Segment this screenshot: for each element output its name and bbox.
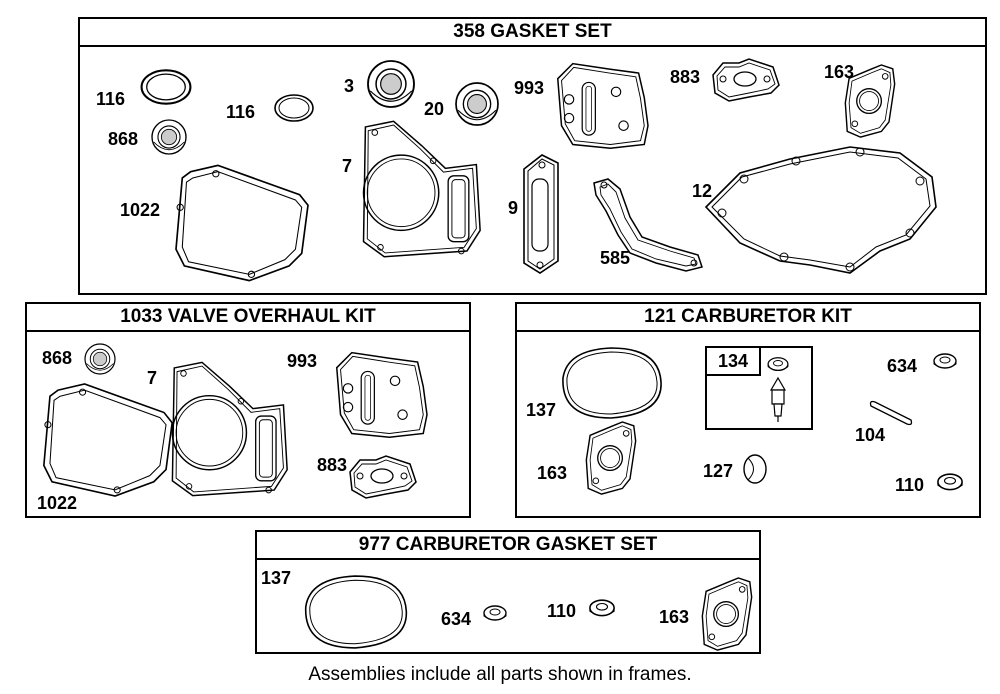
part-label-883: 883 — [670, 67, 701, 87]
gasket-set-title: 358 GASKET SET — [80, 19, 985, 47]
part-label-12: 12 — [692, 181, 713, 201]
part-label-868: 868 — [108, 129, 139, 149]
part-label-7: 7 — [342, 156, 353, 176]
part-label-634: 634 — [887, 356, 918, 376]
breather-gasket-1022-icon — [175, 164, 309, 282]
gasket-set-frame: 358 GASKET SET 116 116 868 1022 3 20 7 9… — [78, 17, 987, 295]
carb-gasket-163-icon — [844, 64, 896, 138]
part-label-883: 883 — [317, 455, 348, 475]
washer-634-icon — [933, 353, 957, 369]
part-label-163: 163 — [824, 62, 855, 82]
carb-gasket-set-title: 977 CARBURETOR GASKET SET — [257, 532, 759, 560]
part-label-1022: 1022 — [37, 493, 78, 513]
carb-kit-title: 121 CARBURETOR KIT — [517, 304, 979, 332]
part-label-127: 127 — [703, 461, 734, 481]
part-label-137: 137 — [526, 400, 557, 420]
part-label-993: 993 — [287, 351, 318, 371]
part-label-110: 110 — [895, 475, 925, 495]
valve-kit-frame: 1033 VALVE OVERHAUL KIT 868 7 993 883 10… — [25, 302, 471, 518]
o-ring-116-icon — [140, 69, 192, 105]
rocker-gasket-993-icon — [557, 62, 649, 149]
carb-kit-frame: 121 CARBURETOR KIT 137 134 634 104 163 1… — [515, 302, 981, 518]
part-label-3: 3 — [344, 76, 355, 96]
intake-gasket-585-icon — [590, 177, 706, 273]
washer-110-icon — [589, 599, 615, 617]
part-label-163: 163 — [659, 607, 690, 627]
spacer-gasket-883-icon — [349, 455, 417, 499]
breather-gasket-1022-icon — [43, 383, 173, 497]
valve-kit-title: 1033 VALVE OVERHAUL KIT — [27, 304, 469, 332]
part-label-110: 110 — [547, 601, 577, 621]
bowl-gasket-137-icon — [297, 572, 413, 652]
seal-3-icon — [367, 60, 415, 108]
carb-gasket-163-icon — [585, 421, 637, 495]
part-label-134: 134 — [707, 348, 761, 376]
o-ring-116-small-icon — [274, 94, 314, 122]
head-gasket-7-icon — [362, 120, 481, 258]
part-label-116: 116 — [96, 89, 126, 109]
part-label-993: 993 — [514, 78, 545, 98]
head-gasket-7-icon — [171, 361, 288, 497]
part-label-116-small: 116 — [226, 102, 256, 122]
part-label-163: 163 — [537, 463, 568, 483]
part-label-9: 9 — [508, 198, 519, 218]
carb-gasket-163-icon — [701, 577, 753, 651]
inlet-needle-134-icon — [767, 376, 789, 424]
needle-seat-icon — [767, 357, 789, 372]
part-label-7: 7 — [147, 368, 158, 388]
part-label-634: 634 — [441, 609, 472, 629]
washer-110-icon — [937, 473, 963, 491]
oil-seal-868-icon — [84, 343, 116, 375]
plug-127-icon — [741, 452, 769, 486]
needle-valve-subframe: 134 — [705, 346, 813, 430]
part-label-104: 104 — [855, 425, 886, 445]
part-label-585: 585 — [600, 248, 631, 268]
part-label-1022: 1022 — [120, 200, 161, 220]
washer-634-icon — [483, 605, 507, 621]
rocker-cover-gasket-9-icon — [520, 153, 562, 275]
pin-104-icon — [867, 400, 917, 430]
part-label-20: 20 — [424, 99, 445, 119]
footer-caption: Assemblies include all parts shown in fr… — [308, 664, 692, 685]
oil-seal-868-icon — [151, 119, 187, 155]
part-label-137: 137 — [261, 568, 292, 588]
rocker-gasket-993-icon — [336, 351, 428, 438]
spacer-gasket-883-icon — [712, 58, 780, 102]
bowl-gasket-137-icon — [555, 344, 667, 422]
part-label-868: 868 — [42, 348, 73, 368]
crankcase-gasket-12-icon — [700, 143, 940, 277]
carb-gasket-set-frame: 977 CARBURETOR GASKET SET 137 634 110 16… — [255, 530, 761, 654]
